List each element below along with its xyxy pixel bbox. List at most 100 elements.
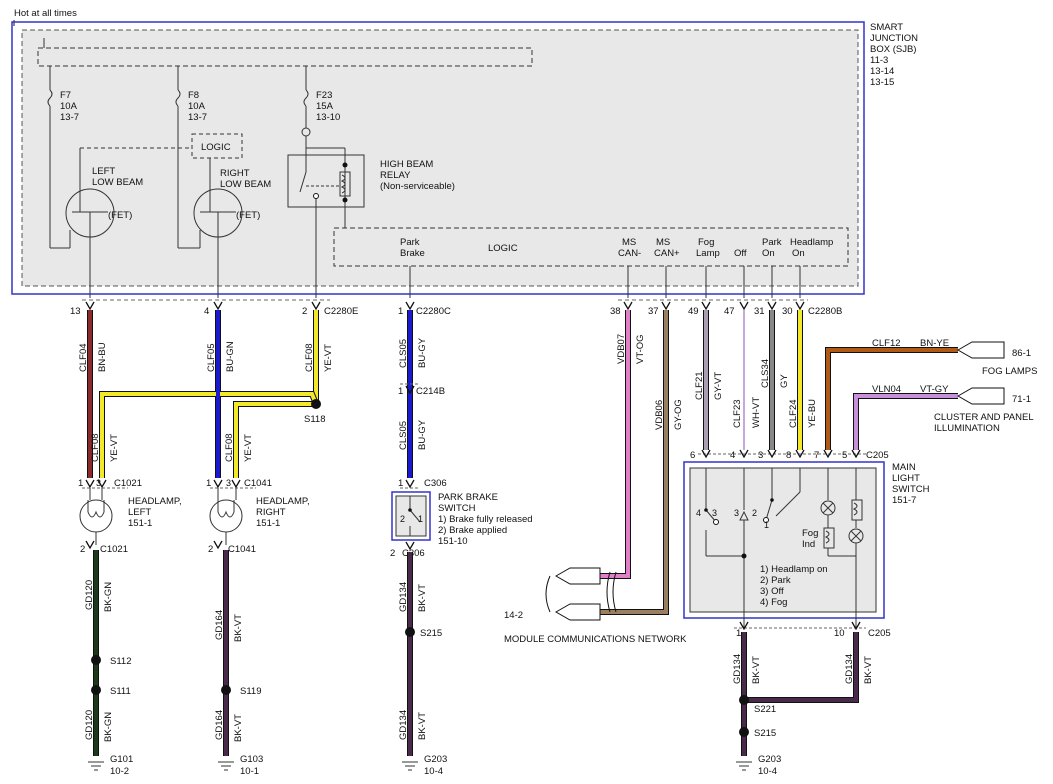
mls-pin5: 5 — [842, 450, 847, 461]
sjb-ref-3: 13-15 — [870, 77, 894, 88]
fuse-f7: F7 10A 13-7 — [60, 90, 79, 123]
logic-small-box — [191, 133, 243, 159]
relay-l1: HIGH BEAM — [380, 159, 433, 170]
wire-gd134c-color: BK-VT — [751, 656, 762, 684]
fuse-f8-name: F8 — [188, 90, 199, 101]
network-ref: 14-2 — [504, 610, 523, 621]
pin-2: 2 — [302, 306, 307, 317]
logic-small-label: LOGIC — [201, 142, 231, 153]
hl-left-l1: HEADLAMP, — [128, 496, 182, 507]
right-low-beam-l1: RIGHT — [220, 168, 250, 179]
mls-pin4: 4 — [730, 450, 735, 461]
relay-l2: RELAY — [380, 170, 411, 181]
pin-47: 47 — [724, 306, 735, 317]
wire-gd134d-id: GD134 — [844, 654, 855, 684]
logic-in-park-on-2: On — [762, 248, 775, 259]
wire-cls05b-color: BU-GY — [417, 419, 428, 450]
logic-in-can-minus-2: CAN- — [618, 248, 641, 259]
park-brake-switch — [395, 495, 427, 537]
relay-l3: (Non-serviceable) — [380, 181, 455, 192]
fuse-f8: F8 10A 13-7 — [188, 90, 207, 123]
wire-vln04 — [854, 394, 958, 450]
pin-4: 4 — [204, 306, 209, 317]
pb-l1: PARK BRAKE — [438, 492, 498, 503]
pin-38: 38 — [610, 306, 621, 317]
fuse-f7-name: F7 — [60, 90, 71, 101]
logic-in-park-brake-2: Brake — [400, 248, 425, 259]
pb-l3: 1) Brake fully released — [438, 514, 533, 525]
logic-main-label: LOGIC — [488, 243, 518, 254]
hl-left-pin3: 3 — [96, 478, 101, 488]
logic-in-fog-1: Fog — [698, 237, 714, 248]
conn-c1021b: C1021 — [100, 544, 128, 555]
wire-clf08-left-id: CLF08 — [90, 433, 101, 462]
pin-13: 13 — [70, 306, 81, 317]
conn-c205: C205 — [866, 450, 889, 461]
logic-in-can-plus-2: CAN+ — [654, 248, 680, 259]
ground-g203-b: G203 — [758, 754, 781, 765]
wire-clf08-right — [234, 402, 316, 478]
wire-gd120a-id: GD120 — [84, 580, 95, 610]
mls-pin3: 3 — [758, 450, 763, 461]
splice-s112 — [91, 655, 101, 665]
wire-clf04-color: BN-BU — [97, 342, 108, 372]
splice-s221 — [739, 695, 749, 705]
wire-gd134b-color: BK-VT — [417, 712, 428, 740]
mls-sw4: 4 — [696, 508, 701, 518]
logic-in-can-minus-1: MS — [622, 237, 636, 248]
pb-pin2: 2 — [390, 548, 395, 559]
right-low-beam-l2: LOW BEAM — [220, 179, 271, 190]
pb-l5: 151-10 — [438, 536, 468, 547]
fuse-f8-rating: 10A — [188, 101, 206, 112]
wire-clf05-id: CLF05 — [206, 343, 217, 372]
network-label: MODULE COMMUNICATIONS NETWORK — [504, 634, 687, 645]
wire-gd164a-color: BK-VT — [233, 614, 244, 642]
pin-37: 37 — [648, 306, 659, 317]
splice-s111-label: S111 — [110, 686, 131, 697]
wire-clf12-color: BN-YE — [920, 338, 949, 349]
wire-clf08-right-id: CLF08 — [224, 433, 235, 462]
pb-sw-1: 1 — [418, 514, 423, 524]
cluster-ref: 71-1 — [1012, 394, 1031, 405]
conn-c2280e: C2280E — [324, 306, 358, 317]
fuse-f23-name: F23 — [316, 90, 332, 101]
hl-right-l1: HEADLAMP, — [256, 496, 310, 507]
network-connectors — [545, 567, 617, 621]
pin-31: 31 — [754, 306, 765, 317]
wire-clf21-id: CLF21 — [694, 371, 705, 400]
cluster-l1: CLUSTER AND PANEL — [934, 412, 1034, 423]
fog-lamps-ref: 86-1 — [1012, 348, 1031, 359]
splice-s215-b — [739, 727, 749, 737]
wire-gd134c-id: GD134 — [732, 654, 743, 684]
pb-pin1: 1 — [398, 478, 403, 489]
wire-vdb06-id: VDB06 — [654, 400, 665, 430]
conn-c1021: C1021 — [114, 478, 142, 489]
wire-gd134-mls-10 — [744, 632, 858, 702]
hl-right-pin1: 1 — [206, 478, 211, 489]
fuse-f23: F23 15A 13-10 — [316, 90, 340, 123]
high-beam-relay — [287, 127, 365, 298]
fuse-f8-ref: 13-7 — [188, 112, 207, 123]
wire-clf23-id: CLF23 — [732, 399, 743, 428]
headlamp-right — [209, 488, 243, 545]
mls-sw1: 1 — [764, 520, 769, 530]
main-light-switch-border — [683, 461, 885, 619]
main-light-switch — [689, 467, 877, 613]
wire-cls34-id: CLS34 — [760, 359, 771, 388]
wire-cls05a-color: BU-GY — [417, 337, 428, 368]
logic-in-fog-2: Lamp — [696, 248, 720, 259]
wire-clf08-left-color: YE-VT — [109, 434, 120, 462]
mls-sw3a: 3 — [712, 508, 717, 518]
wire-clf05-color: BU-GN — [225, 341, 236, 372]
splice-s118-label: S118 — [304, 414, 325, 425]
wire-gd134a-color: BK-VT — [417, 584, 428, 612]
fuse-f7-ref: 13-7 — [60, 112, 79, 123]
mls-l4: 151-7 — [892, 495, 916, 506]
wire-gd164b-id: GD164 — [214, 710, 225, 740]
wire-cls05a-id: CLS05 — [398, 339, 409, 368]
wire-gd164a-id: GD164 — [214, 610, 225, 640]
wire-vdb06-color: GY-OG — [673, 399, 684, 430]
wire-gd134d-color: BK-VT — [863, 656, 874, 684]
